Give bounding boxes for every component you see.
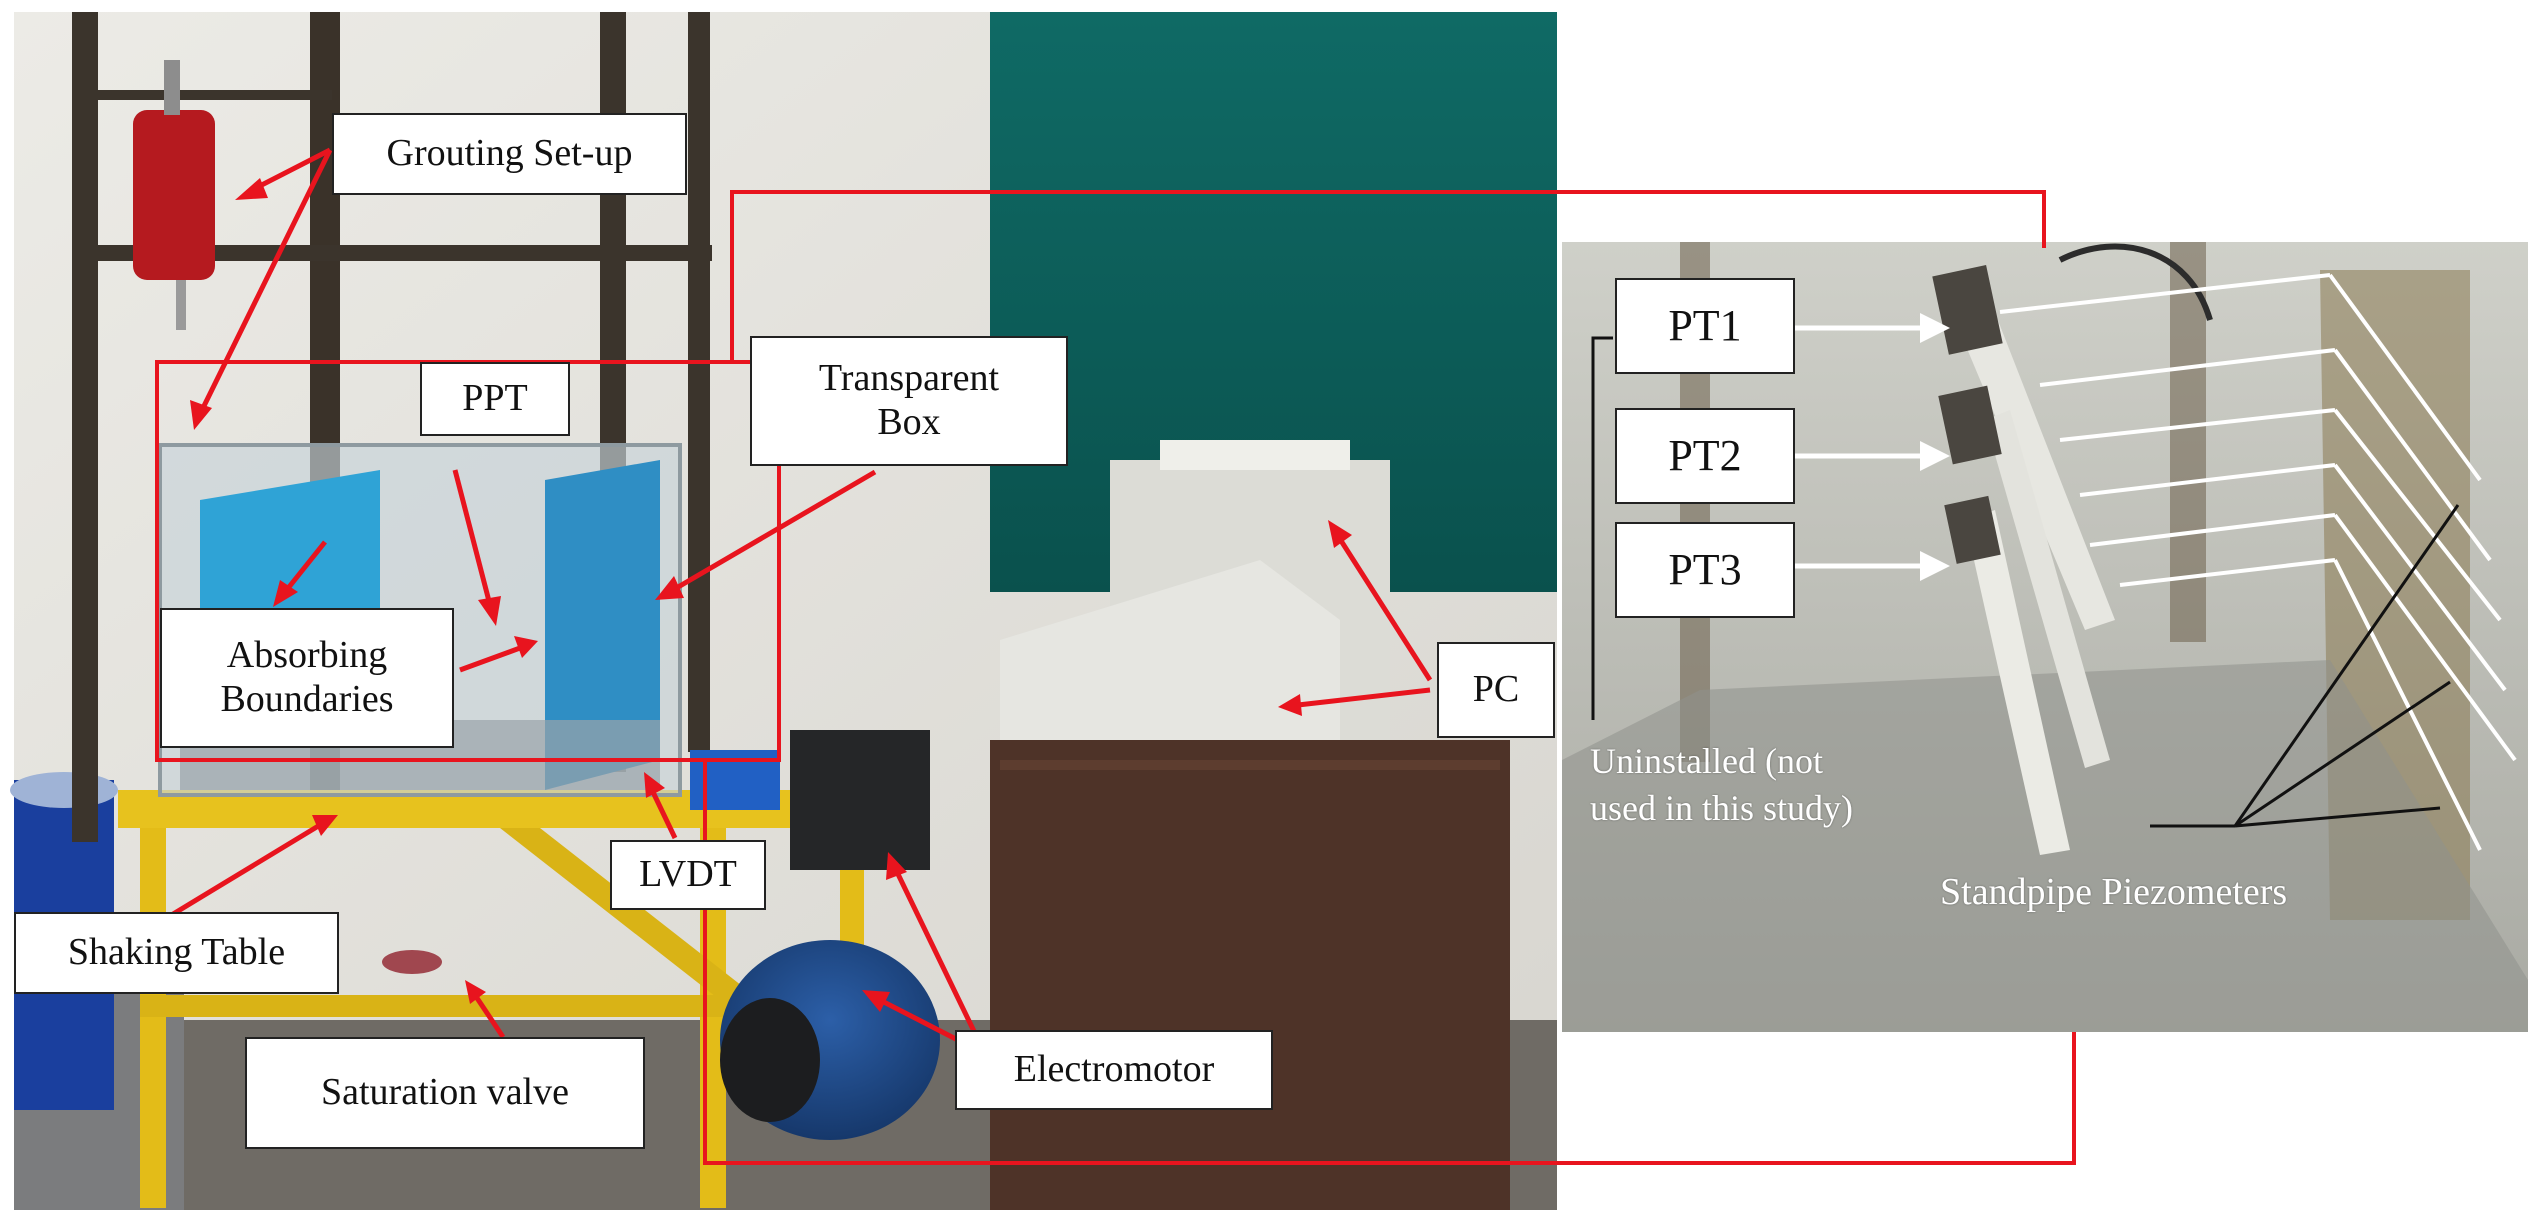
label-uninstalled: Uninstalled (not used in this study): [1590, 741, 1854, 828]
label-grouting-setup: Grouting Set-up: [332, 113, 687, 195]
label-lvdt: LVDT: [610, 840, 766, 910]
label-pt1: PT1: [1615, 278, 1795, 374]
red-arrows: [153, 147, 1433, 1057]
label-ppt: PPT: [420, 362, 570, 436]
black-pointer-lines: [1591, 336, 2460, 828]
label-pt3: PT3: [1615, 522, 1795, 618]
label-electromotor: Electromotor: [955, 1030, 1273, 1110]
label-pc: PC: [1437, 642, 1555, 738]
label-standpipe-piezometers: Standpipe Piezometers: [1940, 871, 2288, 913]
label-saturation-valve: Saturation valve: [245, 1037, 645, 1149]
standpipe-lines: [1999, 273, 2517, 851]
label-pt2: PT2: [1615, 408, 1795, 504]
label-shaking-table: Shaking Table: [14, 912, 339, 994]
pt-arrows: [1795, 313, 1950, 581]
